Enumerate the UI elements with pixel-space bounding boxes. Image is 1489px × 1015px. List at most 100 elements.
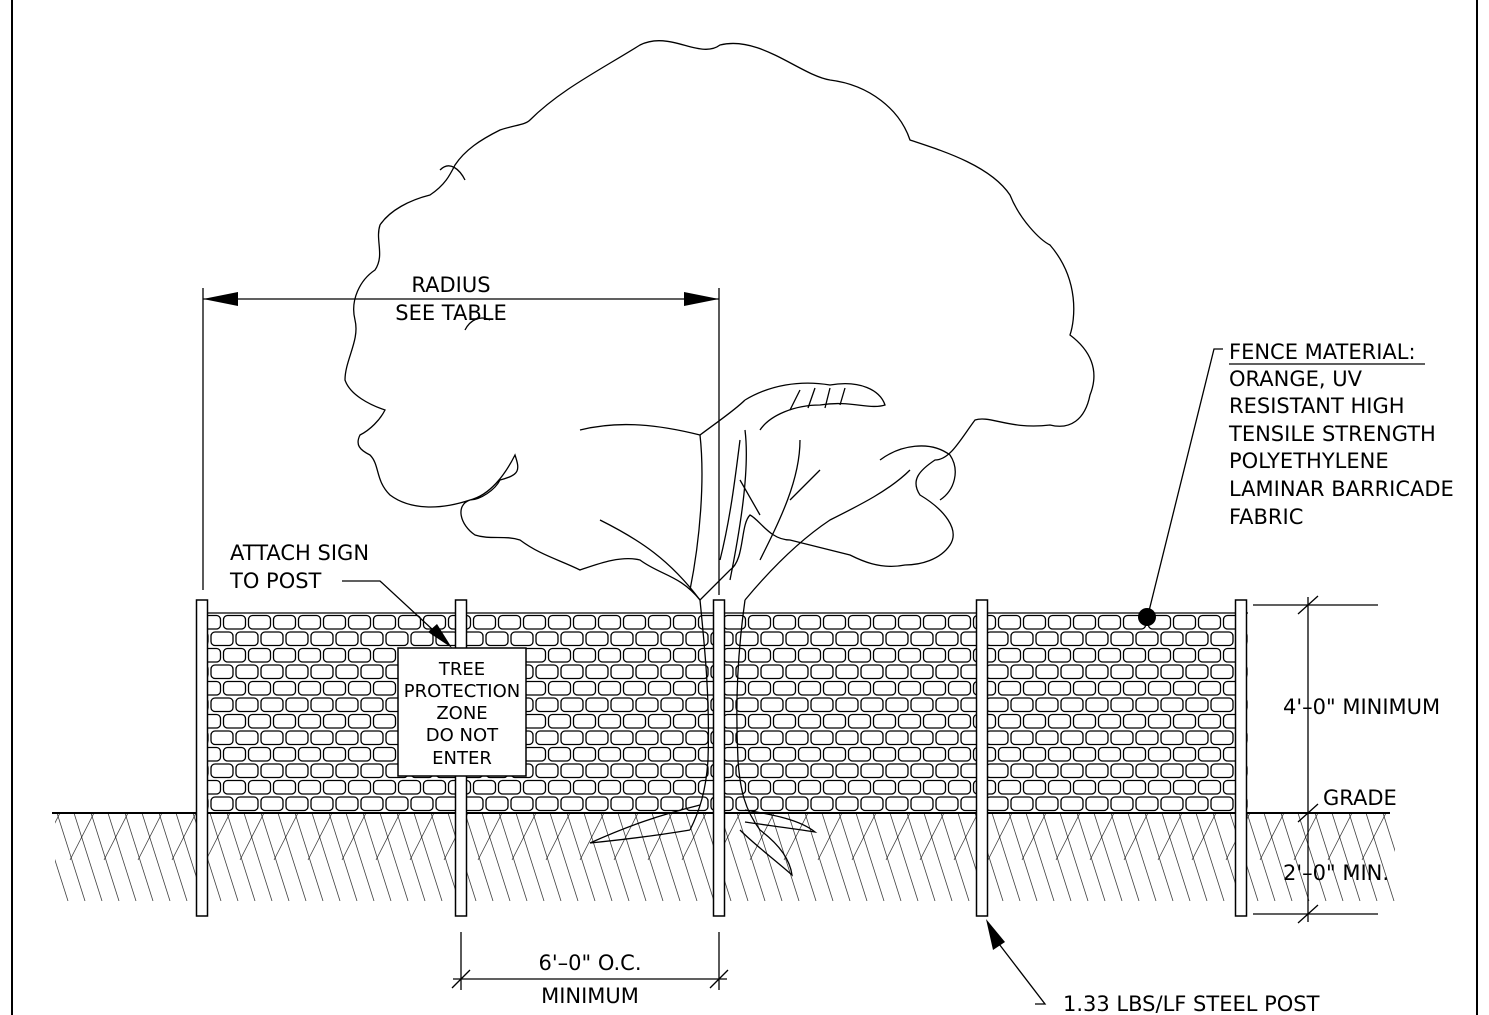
soil-hatch-line	[1263, 813, 1293, 901]
fence-mesh-cell	[435, 796, 459, 812]
fence-mesh-cell	[1072, 647, 1097, 663]
fence-mesh-cell	[260, 763, 284, 779]
soil-hatch-line	[1123, 813, 1149, 861]
fence-mesh-cell	[535, 796, 559, 812]
fence-mesh-cell	[872, 713, 897, 729]
fence-mesh-cell	[1135, 796, 1159, 812]
fence-mesh-cell	[1197, 647, 1222, 663]
fence-mesh-cell	[772, 779, 797, 795]
soil-hatch-line	[345, 813, 375, 901]
fence-mesh-cell	[672, 614, 697, 630]
fence-mesh-cell	[235, 664, 259, 680]
soil-hatch-line	[511, 813, 537, 861]
fence-mesh-cell	[1172, 614, 1197, 630]
soil-hatch-line	[69, 813, 95, 861]
fence-mesh-cell	[797, 713, 822, 729]
grade-label: GRADE	[1323, 786, 1397, 810]
soil-hatch-line	[273, 813, 299, 861]
soil-hatch-line	[1144, 813, 1174, 901]
fence-mesh-cell	[535, 730, 559, 746]
fence-mesh-cell	[297, 779, 322, 795]
fence-mesh-cell	[522, 746, 547, 762]
fence-mesh-cell	[585, 664, 609, 680]
fence-mesh-cell	[1035, 697, 1059, 713]
fence-mesh-cell	[660, 631, 684, 647]
fence-mesh-cell	[260, 664, 284, 680]
fence-mesh-cell	[1035, 796, 1059, 812]
fence-mesh-cell	[997, 680, 1022, 696]
sign-line-5: ENTER	[432, 748, 492, 769]
fence-mesh-cell	[935, 730, 959, 746]
soil-hatch-line	[328, 813, 358, 901]
fence-mesh-cell	[572, 713, 597, 729]
soil-hatch-line	[362, 813, 392, 901]
fence-mesh-cell	[635, 796, 659, 812]
fence-mesh-cell	[560, 631, 584, 647]
fence-material-line-3: TENSILE STRENGTH	[1228, 422, 1436, 446]
soil-hatch-line	[770, 813, 800, 901]
fence-mesh-cell	[360, 697, 384, 713]
fence-mesh-cell	[647, 713, 672, 729]
fence-mesh-cell	[760, 631, 784, 647]
fence-mesh-cell	[722, 746, 747, 762]
fence-mesh-cell	[1022, 614, 1047, 630]
soil-hatch-line	[1089, 813, 1115, 861]
fence-mesh-cell	[610, 697, 634, 713]
fence-mesh-cell	[610, 730, 634, 746]
fence-mesh-cell	[1060, 631, 1084, 647]
fence-mesh-cell	[910, 631, 934, 647]
soil-hatch-line	[481, 813, 511, 901]
soil-hatch-line	[651, 813, 681, 901]
fence-mesh-cell	[1022, 713, 1047, 729]
soil-hatch-line	[171, 813, 197, 861]
fence-mesh-cell	[222, 713, 247, 729]
soil-hatch-line	[294, 813, 324, 901]
soil-hatch-line	[991, 813, 1021, 901]
soil-hatch-line	[851, 813, 877, 861]
fence-mesh-cell	[1135, 664, 1159, 680]
fence-mesh-cell	[772, 680, 797, 696]
fence-mesh-cell	[1085, 796, 1109, 812]
fence-mesh-cell	[935, 631, 959, 647]
fence-mesh-cell	[572, 680, 597, 696]
fence-mesh-cell	[1097, 647, 1122, 663]
fence-mesh-cell	[522, 647, 547, 663]
soil-hatch-line	[634, 813, 664, 901]
fence-mesh-cell	[1185, 697, 1209, 713]
fence-mesh-cell	[1110, 664, 1134, 680]
fence-mesh-cell	[685, 631, 709, 647]
fence-mesh-cell	[897, 680, 922, 696]
soil-hatch-line	[396, 813, 426, 901]
fence-mesh-cell	[722, 713, 747, 729]
soil-hatch-line	[1076, 813, 1106, 901]
fence-mesh-cell	[1097, 713, 1122, 729]
fence-mesh-cell	[1035, 730, 1059, 746]
tree-canopy-detail-1	[744, 382, 886, 431]
fence-mesh-cell	[310, 730, 334, 746]
soil-hatch-line	[158, 813, 188, 901]
fence-material-leader-dot	[1138, 608, 1156, 626]
fence-mesh-cell	[260, 697, 284, 713]
fence-mesh-cell	[347, 647, 372, 663]
soil-hatch-line	[515, 813, 545, 901]
fence-mesh-cell	[597, 713, 622, 729]
fence-mesh-cell	[1147, 779, 1172, 795]
fence-mesh-cell	[885, 730, 909, 746]
fence-mesh-cell	[585, 730, 609, 746]
fence-mesh-cell	[735, 631, 759, 647]
fence-mesh-cell	[297, 713, 322, 729]
fence-mesh-cell	[1060, 796, 1084, 812]
fence-mesh-cell	[860, 697, 884, 713]
fence-mesh-cell	[597, 614, 622, 630]
fence-mesh-cell	[272, 713, 297, 729]
fence-mesh-cell	[1060, 730, 1084, 746]
fence-mesh-cell	[585, 796, 609, 812]
fence-mesh-cell	[760, 730, 784, 746]
fence-mesh-cell	[1010, 730, 1034, 746]
fence-mesh-cell	[310, 697, 334, 713]
fence-mesh-cell	[622, 779, 647, 795]
fence-mesh-cell	[485, 631, 509, 647]
fence-mesh-cell	[635, 730, 659, 746]
fence-mesh-cell	[1185, 631, 1209, 647]
